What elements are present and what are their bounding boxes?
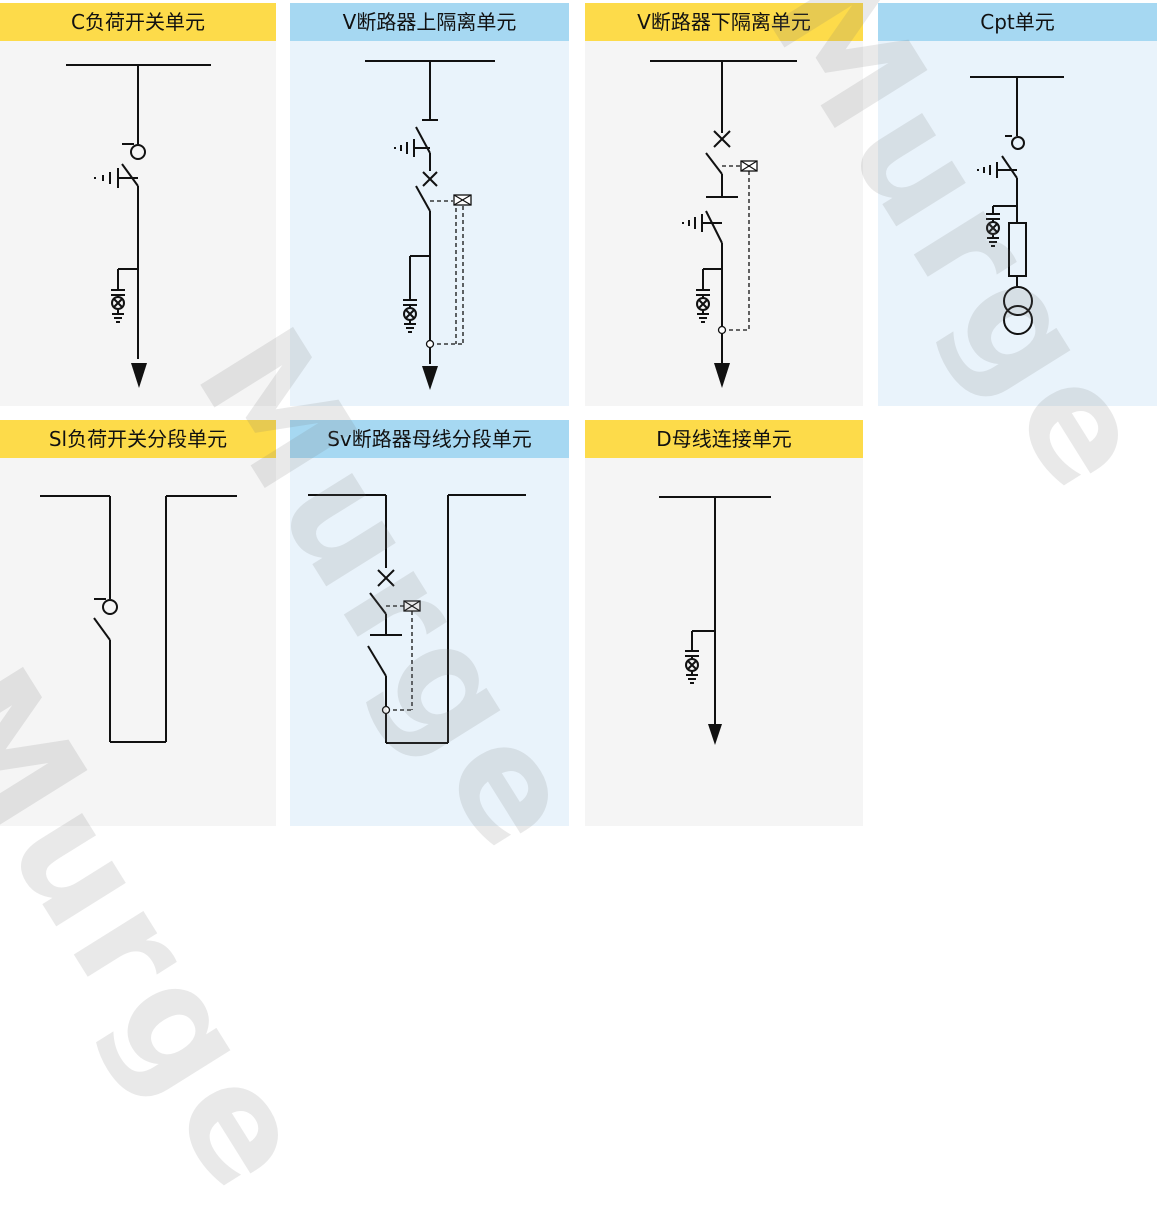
unit-panel-sv: Sv断路器母线分段单元 <box>290 420 569 826</box>
single-line-diagram <box>308 494 526 744</box>
outgoing-arrow-icon <box>131 363 147 388</box>
transformer-icon <box>1003 286 1033 316</box>
single-line-diagram <box>66 64 211 388</box>
unit-title: Sl负荷开关分段单元 <box>0 420 276 458</box>
breaker-blade <box>415 185 431 212</box>
load-switch-blade <box>121 163 139 187</box>
unit-panel-v-upper: V断路器上隔离单元 <box>290 3 569 406</box>
outgoing-arrow-icon <box>708 724 722 745</box>
unit-panel-c: C负荷开关单元 <box>0 3 276 406</box>
unit-title: Sv断路器母线分段单元 <box>290 420 569 458</box>
disconnector-blade <box>367 645 387 677</box>
fuse-circle-icon <box>102 599 118 615</box>
unit-title: D母线连接单元 <box>585 420 863 458</box>
breaker-blade <box>705 152 723 175</box>
outgoing-arrow-icon <box>714 363 730 388</box>
unit-title: C负荷开关单元 <box>0 3 276 41</box>
breaker-blade <box>369 592 387 615</box>
single-line-diagram <box>659 496 771 745</box>
unit-title: Cpt单元 <box>878 3 1157 41</box>
outgoing-arrow-icon <box>422 366 438 390</box>
fuse-icon <box>1008 222 1027 277</box>
unit-panel-d: D母线连接单元 <box>585 420 863 826</box>
disconnector-blade <box>705 210 723 244</box>
fuse-circle-icon <box>130 144 146 160</box>
single-line-diagram <box>650 60 797 388</box>
single-line-diagram <box>970 76 1064 335</box>
load-switch-blade <box>93 617 111 641</box>
disconnector-blade <box>415 126 431 154</box>
unit-panel-sl: Sl负荷开关分段单元 <box>0 420 276 826</box>
load-switch-blade <box>1001 155 1018 179</box>
single-line-diagram <box>365 60 495 390</box>
unit-title: V断路器下隔离单元 <box>585 3 863 41</box>
single-line-diagram <box>40 495 237 743</box>
fuse-circle-icon <box>1011 136 1025 150</box>
unit-panel-cpt: Cpt单元 <box>878 3 1157 406</box>
unit-panel-v-lower: V断路器下隔离单元 <box>585 3 863 406</box>
unit-title: V断路器上隔离单元 <box>290 3 569 41</box>
